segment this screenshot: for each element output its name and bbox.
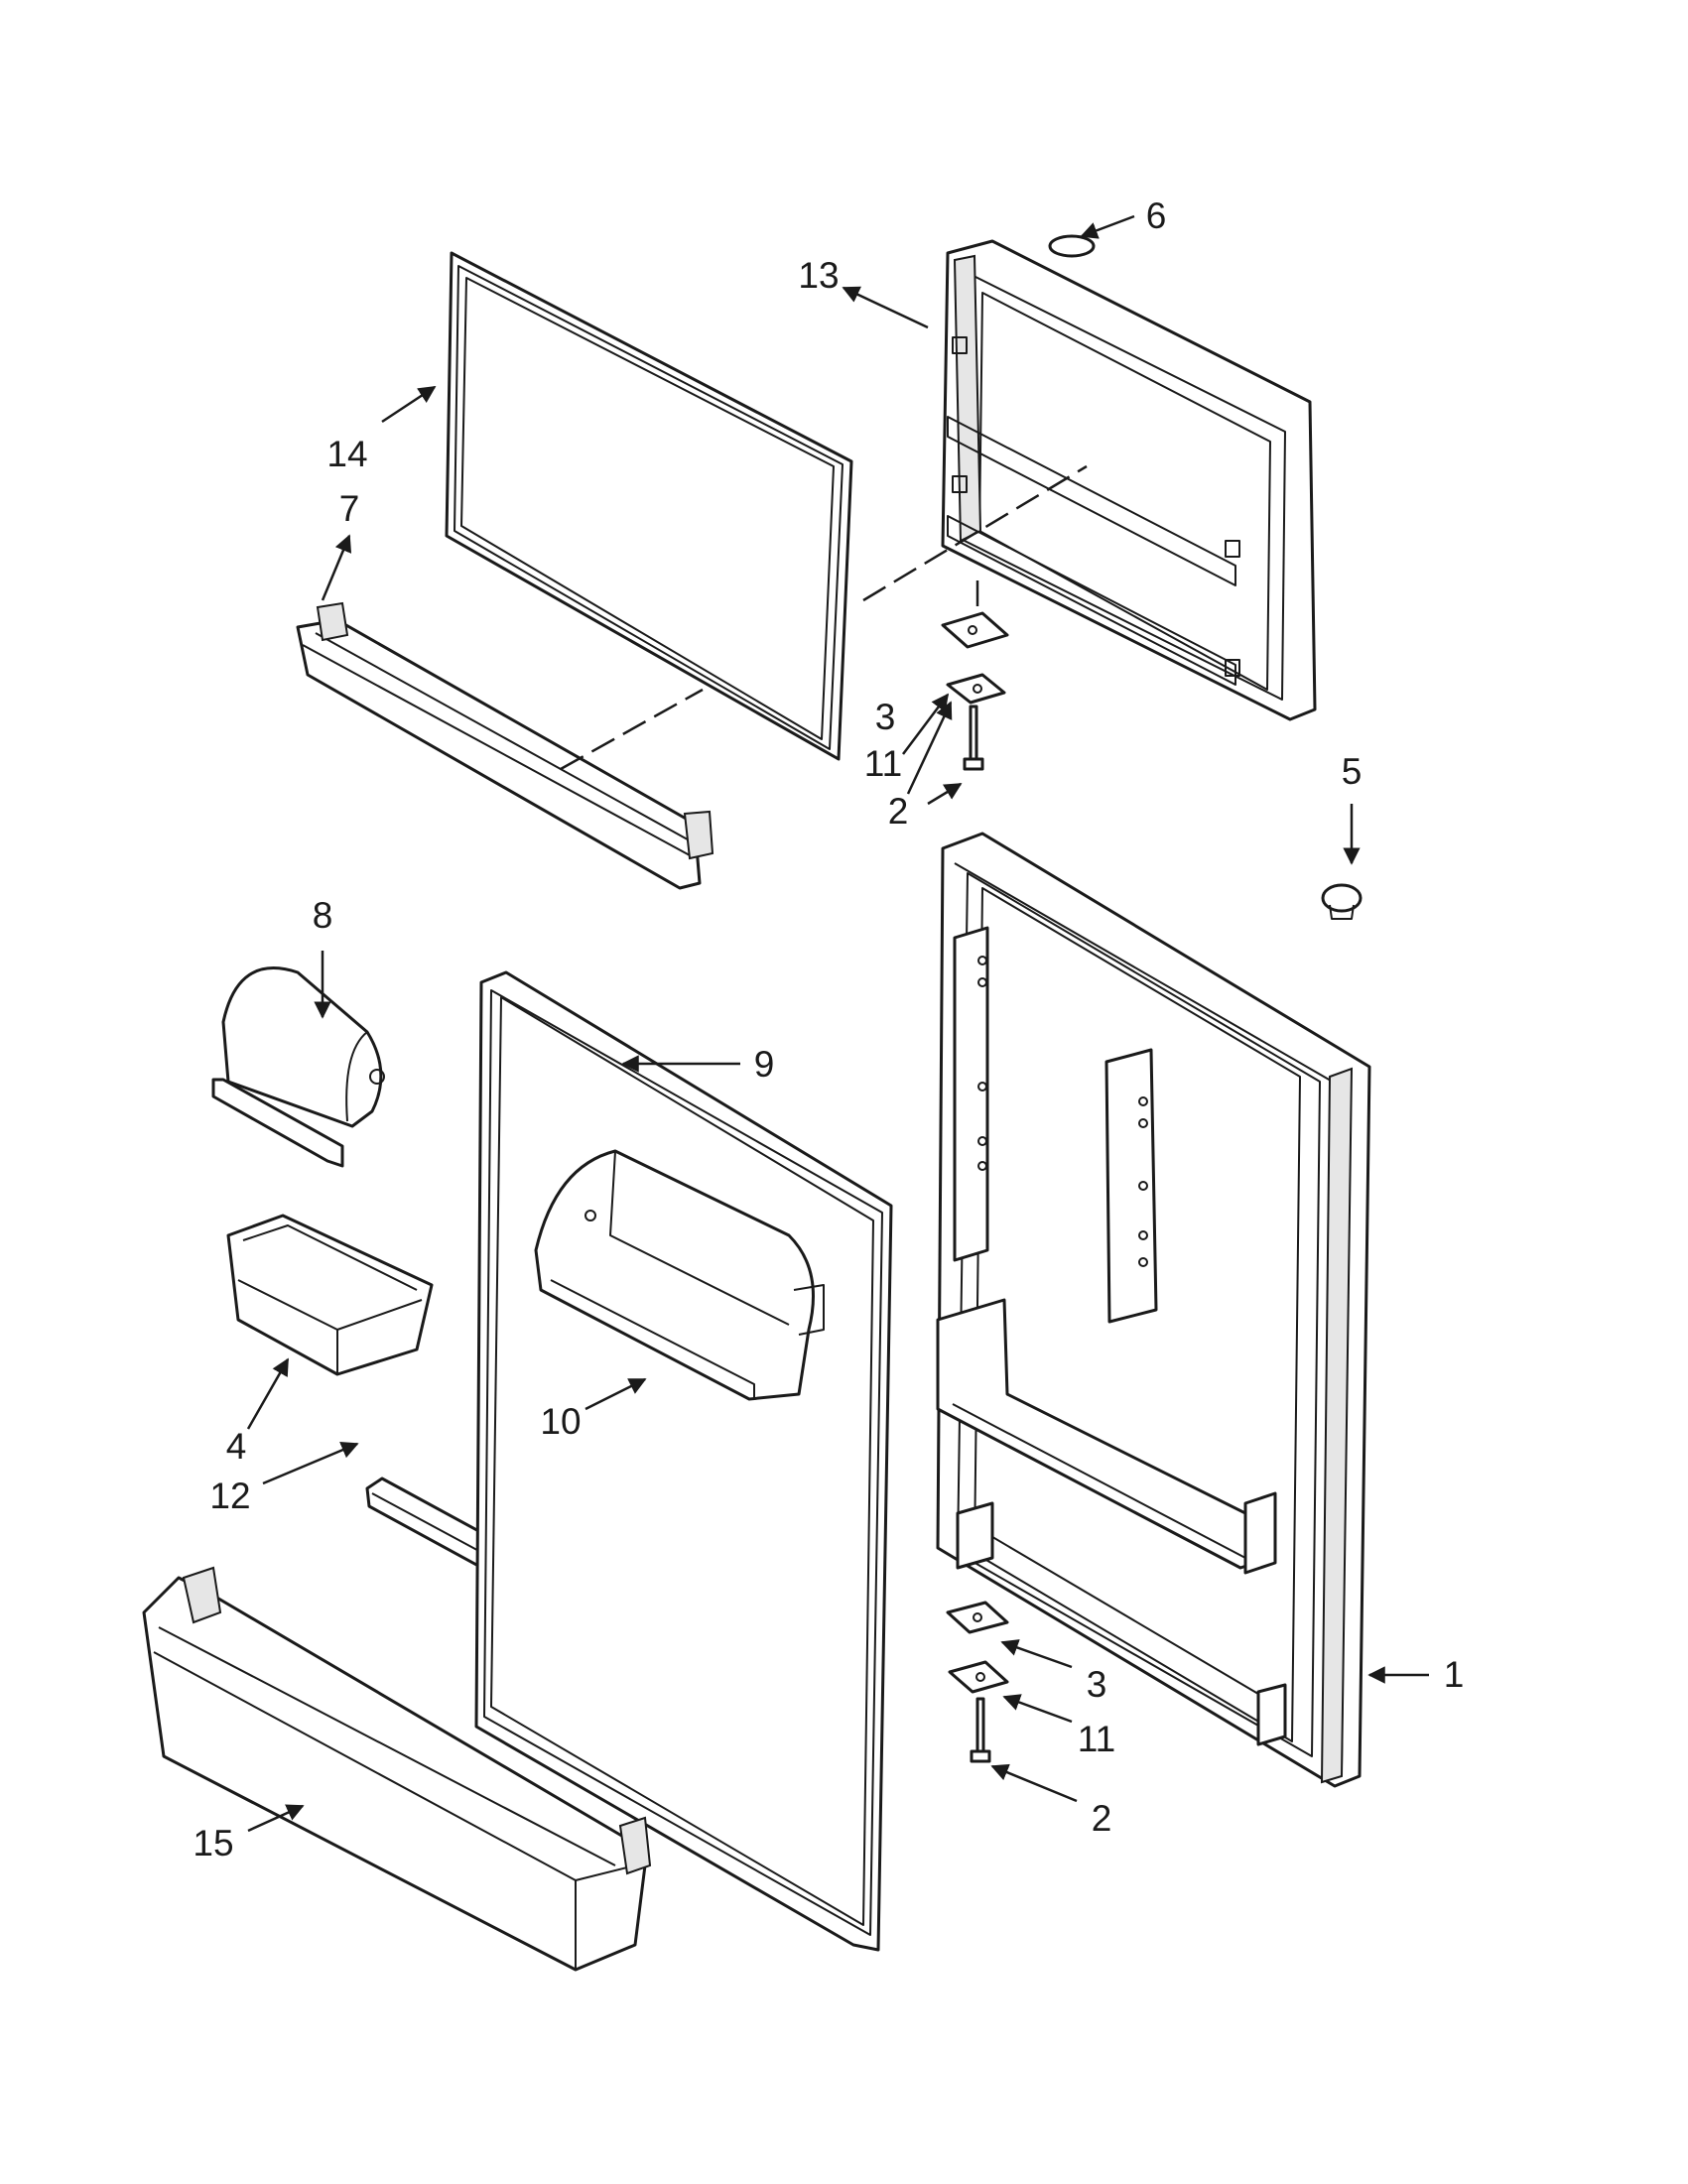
callout-2-lower: 2 — [1092, 1798, 1112, 1839]
callout-5: 5 — [1342, 751, 1363, 792]
callout-3-upper: 3 — [875, 697, 896, 737]
alignment-lines — [560, 464, 1088, 771]
callout-3-lower: 3 — [1087, 1664, 1107, 1705]
callout-11-upper: 11 — [864, 743, 902, 784]
callout-9: 9 — [754, 1044, 775, 1085]
callout-8: 8 — [313, 895, 333, 936]
freezer-door-assembly — [941, 239, 1317, 721]
callout-2-upper: 2 — [888, 791, 909, 832]
leader-lines — [246, 214, 1429, 1833]
door-cap-part — [1048, 234, 1096, 258]
dairy-bin-part — [534, 1149, 825, 1401]
lower-hinge-hardware — [946, 1601, 1009, 1763]
callout-10: 10 — [540, 1401, 581, 1442]
door-bin-part — [142, 1566, 652, 1972]
callout-15: 15 — [193, 1823, 233, 1863]
callout-11-lower: 11 — [1078, 1719, 1115, 1759]
fresh-food-door-shell — [936, 832, 1371, 1788]
small-door-bin — [226, 1214, 434, 1376]
callout-6: 6 — [1146, 195, 1167, 236]
dairy-door-part — [211, 966, 385, 1168]
callout-13: 13 — [798, 255, 839, 296]
freezer-shelf-front — [296, 601, 714, 890]
callout-labels: 6 13 14 7 3 11 2 5 8 9 10 4 12 3 11 2 1 … — [193, 195, 1464, 1863]
callout-7: 7 — [339, 488, 360, 529]
upper-hinge-hardware — [941, 611, 1009, 771]
callout-12: 12 — [209, 1476, 250, 1516]
callout-1: 1 — [1444, 1654, 1465, 1695]
freezer-door-gasket — [445, 251, 853, 761]
callout-14: 14 — [326, 434, 367, 474]
hole-plug-part — [1321, 883, 1363, 920]
callout-4: 4 — [226, 1426, 247, 1467]
